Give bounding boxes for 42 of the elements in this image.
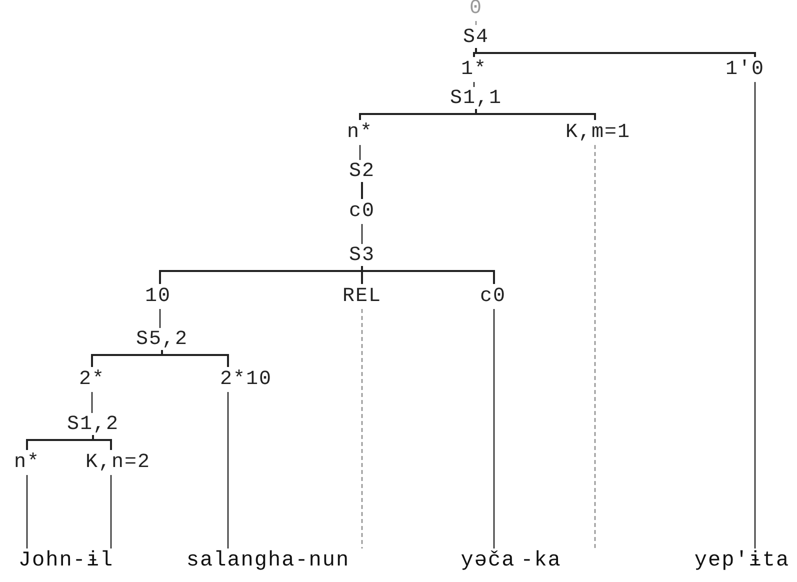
tree-branch-line [359, 145, 361, 160]
category-label: n* [347, 123, 373, 143]
tree-branch-line [475, 21, 477, 26]
category-label: K,m=1 [566, 123, 630, 143]
tree-branch-line [473, 82, 475, 87]
tree-branch-line [110, 475, 112, 548]
tree-branch-line [92, 435, 112, 450]
category-label: K,n=2 [86, 453, 150, 473]
tree-branch-line [26, 475, 28, 548]
word-label: yep'ɨta [694, 550, 790, 572]
word-label: -ka [520, 550, 562, 572]
tree-branch-line [361, 182, 363, 199]
category-label: 2* [79, 370, 105, 390]
tree-branch-line [475, 48, 756, 57]
rule-label: S5,2 [136, 330, 188, 350]
word-label: John-ɨl [18, 550, 114, 572]
category-label: REL [342, 287, 382, 307]
word-label: salangha-nun [186, 550, 350, 572]
word-label: yəča [460, 550, 516, 572]
tree-branch-line [227, 392, 229, 548]
tree-branch-line [361, 266, 495, 284]
tree-branch-line [361, 309, 363, 548]
tree-branch-line [594, 145, 596, 548]
category-label: 2*10 [220, 370, 272, 390]
category-label: 1* [461, 60, 487, 80]
category-label: n* [14, 453, 40, 473]
rule-label: S4 [463, 28, 489, 48]
tree-branch-line [159, 309, 161, 328]
tree-branch-line [475, 109, 596, 120]
tree-branch-line [91, 392, 93, 413]
tree-branch-line [361, 224, 363, 244]
rule-label: S1,1 [450, 89, 502, 109]
tree-branch-line [493, 309, 495, 548]
category-label: 10 [145, 287, 171, 307]
rule-label: S3 [349, 246, 375, 266]
category-label: 1'0 [726, 60, 764, 80]
category-label: c0 [480, 287, 506, 307]
rule-label: S1,2 [67, 415, 119, 435]
tree-branch-line [754, 82, 756, 548]
category-label: c0 [349, 202, 375, 222]
tree-branch-line [161, 350, 229, 367]
rule-label: S2 [349, 162, 375, 182]
